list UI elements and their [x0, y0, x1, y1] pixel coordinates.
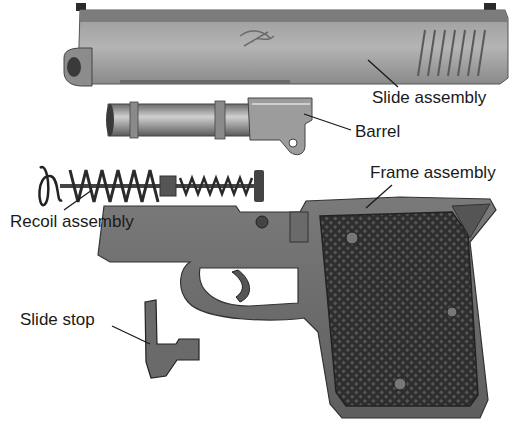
frame-part [98, 197, 496, 418]
part-label: Recoil assembly [10, 212, 134, 232]
barrel-part [106, 98, 312, 155]
slide-part [64, 3, 508, 86]
part-label: Slide stop [20, 310, 95, 330]
slide-stop-part [145, 300, 199, 378]
part-label: Barrel [355, 122, 400, 142]
part-label: Slide assembly [372, 88, 486, 108]
recoil-spring-part [39, 167, 264, 205]
part-label: Frame assembly [370, 163, 496, 183]
leader-line [64, 60, 398, 344]
